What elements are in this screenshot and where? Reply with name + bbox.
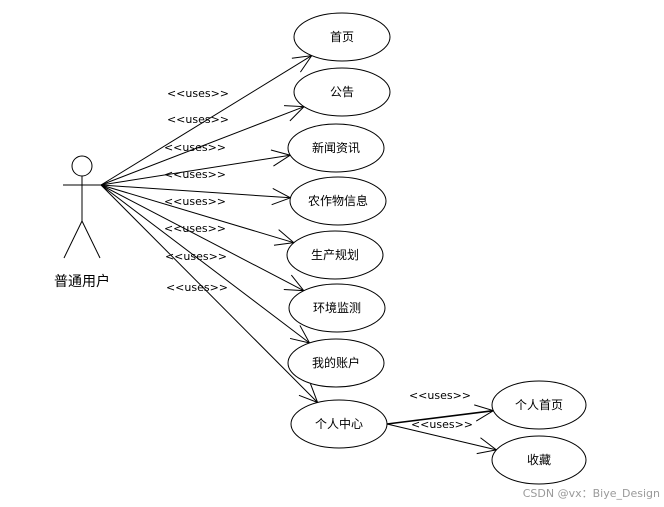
use-case-label-home: 首页 [330, 30, 354, 44]
use-case-label-personal-home: 个人首页 [515, 398, 563, 412]
use-case-center[interactable] [290, 399, 388, 449]
arrowhead-env [283, 274, 305, 292]
uses-label-crop: <<uses>> [164, 168, 226, 181]
actor-left-leg [63, 220, 83, 259]
use-case-label-plan: 生产规划 [311, 247, 359, 262]
uses-label-center: <<uses>> [166, 281, 228, 294]
relation-labels: <<uses>> <<uses>> <<uses>> <<uses>> <<uses>>… [164, 87, 473, 431]
uses-label-plan: <<uses>> [164, 195, 226, 208]
use-case-plan[interactable] [286, 230, 384, 280]
uses-label-env: <<uses>> [164, 222, 226, 235]
use-case-label-center: 个人中心 [315, 416, 363, 431]
use-case-label-env: 环境监测 [313, 300, 361, 315]
association-favorites [386, 423, 497, 451]
uses-label-account: <<uses>> [165, 250, 227, 263]
use-case-news[interactable] [287, 123, 385, 173]
use-case-account[interactable] [287, 338, 385, 388]
association-home [100, 55, 312, 186]
arrowhead-home [291, 54, 313, 73]
use-case-crop[interactable] [289, 176, 387, 226]
use-case-label-account: 我的账户 [312, 355, 360, 370]
uses-label-favorites: <<uses>> [411, 418, 473, 431]
use-case-label-news: 新闻资讯 [312, 140, 360, 155]
actor-figure [63, 155, 101, 259]
actor-right-leg [81, 220, 101, 259]
actor-head [71, 155, 93, 177]
association-news [100, 154, 291, 186]
use-case-favorites[interactable] [491, 435, 587, 485]
association-env [100, 184, 305, 292]
uses-label-notice: <<uses>> [167, 113, 229, 126]
uses-label-news: <<uses>> [164, 141, 226, 154]
use-case-notice[interactable] [293, 67, 391, 117]
association-personal-home [386, 409, 494, 425]
association-lines [100, 54, 498, 455]
association-account [100, 184, 310, 344]
association-crop [100, 184, 291, 199]
uses-label-home: <<uses>> [167, 87, 229, 100]
use-case-label-favorites: 收藏 [527, 453, 551, 467]
use-case-label-notice: 公告 [330, 85, 354, 99]
use-case-label-crop: 农作物信息 [308, 193, 368, 208]
association-plan [100, 184, 294, 244]
use-case-env[interactable] [288, 283, 386, 333]
use-case-home[interactable] [293, 12, 391, 62]
uses-label-personal-home: <<uses>> [409, 389, 471, 402]
association-center [100, 184, 318, 403]
actor-label: 普通用户 [54, 273, 110, 290]
association-notice [100, 106, 305, 186]
watermark: CSDN @vx：Biye_Design [523, 487, 660, 500]
use-case-personal-home[interactable] [491, 380, 587, 430]
